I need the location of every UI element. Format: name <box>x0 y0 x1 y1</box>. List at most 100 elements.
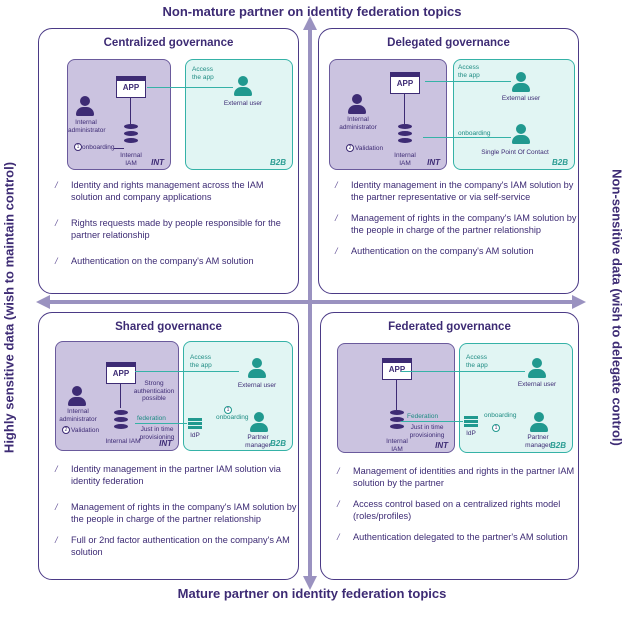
quadrant-title: Delegated governance <box>387 37 510 49</box>
idp-server-icon <box>188 418 202 429</box>
bullet-item: Authentication on the company's AM solut… <box>53 255 297 267</box>
access-app-label: Access the app <box>192 66 214 81</box>
b2b-zone: Access the app External user onboarding … <box>453 59 575 170</box>
quadrant-delegated: Delegated governance APP Internal IAM In… <box>318 28 579 294</box>
step-icon: 2 <box>346 144 354 152</box>
int-tag: INT <box>427 158 440 167</box>
external-user-label: External user <box>501 95 541 102</box>
partner-manager-icon <box>250 412 268 432</box>
onboarding-label: onboarding <box>484 412 517 419</box>
left-axis-title: Highly sensitive data (wish to maintain … <box>1 161 17 454</box>
external-user-icon <box>234 76 252 96</box>
int-tag: INT <box>435 441 448 450</box>
int-zone: APP Internal IAM Internal administrator … <box>67 59 171 170</box>
quadrant-federated: Federated governance APP Internal IAM IN… <box>320 312 579 580</box>
external-user-label: External user <box>517 381 557 388</box>
step-icon: 1 <box>492 424 500 432</box>
bullet-item: Identity and rights management across th… <box>53 179 297 203</box>
bullet-item: Identity management in the partner IAM s… <box>53 463 297 487</box>
onboarding-label: onboarding <box>82 144 115 151</box>
strong-auth-label: Strong authentication possible <box>133 380 175 402</box>
b2b-tag: B2B <box>269 439 286 448</box>
internal-iam-label: Internal IAM <box>120 152 142 167</box>
partner-manager-label: Partner manager <box>525 434 551 449</box>
bullet-list: Management of identities and rights in t… <box>335 465 577 552</box>
spoc-person-icon <box>512 124 530 144</box>
federation-label: federation <box>137 415 166 422</box>
external-user-icon <box>528 358 546 378</box>
access-app-label: Access the app <box>466 354 488 369</box>
external-user-icon <box>512 72 530 92</box>
database-icon <box>390 410 404 430</box>
jit-label: Just in time provisioning <box>139 426 175 441</box>
validation-label: Validation <box>71 427 100 434</box>
int-tag: INT <box>151 158 164 167</box>
app-icon: APP <box>106 362 136 384</box>
quadrant-title: Centralized governance <box>103 37 234 49</box>
external-user-label: External user <box>237 382 277 389</box>
bullet-item: Management of identities and rights in t… <box>335 465 577 489</box>
bullet-item: Authentication delegated to the partner'… <box>335 531 577 543</box>
quadrant-title: Federated governance <box>388 321 511 333</box>
bullet-item: Management of rights in the company's IA… <box>53 501 297 525</box>
database-icon <box>114 410 128 430</box>
bullet-item: Management of rights in the company's IA… <box>333 212 577 236</box>
int-zone: APP Internal IAM INT <box>337 343 455 453</box>
onboarding-label: onboarding <box>458 130 491 137</box>
partner-manager-icon <box>530 412 548 432</box>
internal-iam-label: Internal IAM <box>105 438 141 445</box>
validation-label: Validation <box>355 145 384 152</box>
b2b-tag: B2B <box>551 158 568 167</box>
bullet-item: Authentication on the company's AM solut… <box>333 245 577 257</box>
database-icon <box>124 124 138 144</box>
internal-iam-label: Internal IAM <box>394 152 416 167</box>
internal-iam-label: Internal IAM <box>386 438 408 453</box>
idp-label: IdP <box>190 432 200 439</box>
b2b-zone: Access the app External user IdP onboard… <box>459 343 573 453</box>
int-tag: INT <box>159 439 172 448</box>
bottom-axis-title: Mature partner on identity federation to… <box>177 586 447 601</box>
admin-person-icon <box>68 386 86 406</box>
bullet-item: Full or 2nd factor authentication on the… <box>53 534 297 558</box>
access-app-label: Access the app <box>190 354 212 369</box>
admin-label: Internal administrator <box>339 116 377 131</box>
top-axis-title: Non-mature partner on identity federatio… <box>162 4 462 19</box>
quadrant-centralized: Centralized governance APP Internal IAM … <box>38 28 299 294</box>
bullet-list: Identity management in the partner IAM s… <box>53 463 297 567</box>
right-axis-title: Non-sensitive data (wish to delegate con… <box>609 169 624 446</box>
bullet-item: Access control based on a centralized ri… <box>335 498 577 522</box>
step-icon: 2 <box>62 426 70 434</box>
bullet-item: Identity management in the company's IAM… <box>333 179 577 203</box>
jit-label: Just in time provisioning <box>409 424 445 439</box>
external-user-icon <box>248 358 266 378</box>
idp-label: IdP <box>466 430 476 437</box>
b2b-zone: Access the app External user IdP 1 onboa… <box>183 341 293 451</box>
admin-label: Internal administrator <box>68 119 106 134</box>
federation-label: Federation <box>407 413 439 420</box>
step-icon: 1 <box>224 406 232 414</box>
onboarding-label: onboarding <box>216 414 249 421</box>
external-user-label: External user <box>223 100 263 107</box>
step-icon: 1 <box>74 143 82 151</box>
int-zone: APP Internal IAM Internal administrator … <box>329 59 447 170</box>
bullet-list: Identity management in the company's IAM… <box>333 179 577 266</box>
bullet-item: Rights requests made by people responsib… <box>53 217 297 241</box>
app-icon: APP <box>390 72 420 94</box>
quadrant-shared: Shared governance APP Strong authenticat… <box>38 312 299 580</box>
admin-person-icon <box>348 94 366 114</box>
admin-person-icon <box>76 96 94 116</box>
spoc-label: Single Point Of Contact <box>481 149 549 156</box>
access-app-label: Access the app <box>458 64 480 79</box>
app-icon: APP <box>382 358 412 380</box>
app-icon: APP <box>116 76 146 98</box>
quadrant-title: Shared governance <box>115 321 222 333</box>
partner-manager-label: Partner manager <box>245 434 271 449</box>
bullet-list: Identity and rights management across th… <box>53 179 297 276</box>
database-icon <box>398 124 412 144</box>
b2b-tag: B2B <box>269 158 286 167</box>
admin-label: Internal administrator <box>59 408 97 423</box>
int-zone: APP Strong authentication possible Inter… <box>55 341 179 451</box>
idp-server-icon <box>464 416 478 427</box>
b2b-tag: B2B <box>549 441 566 450</box>
